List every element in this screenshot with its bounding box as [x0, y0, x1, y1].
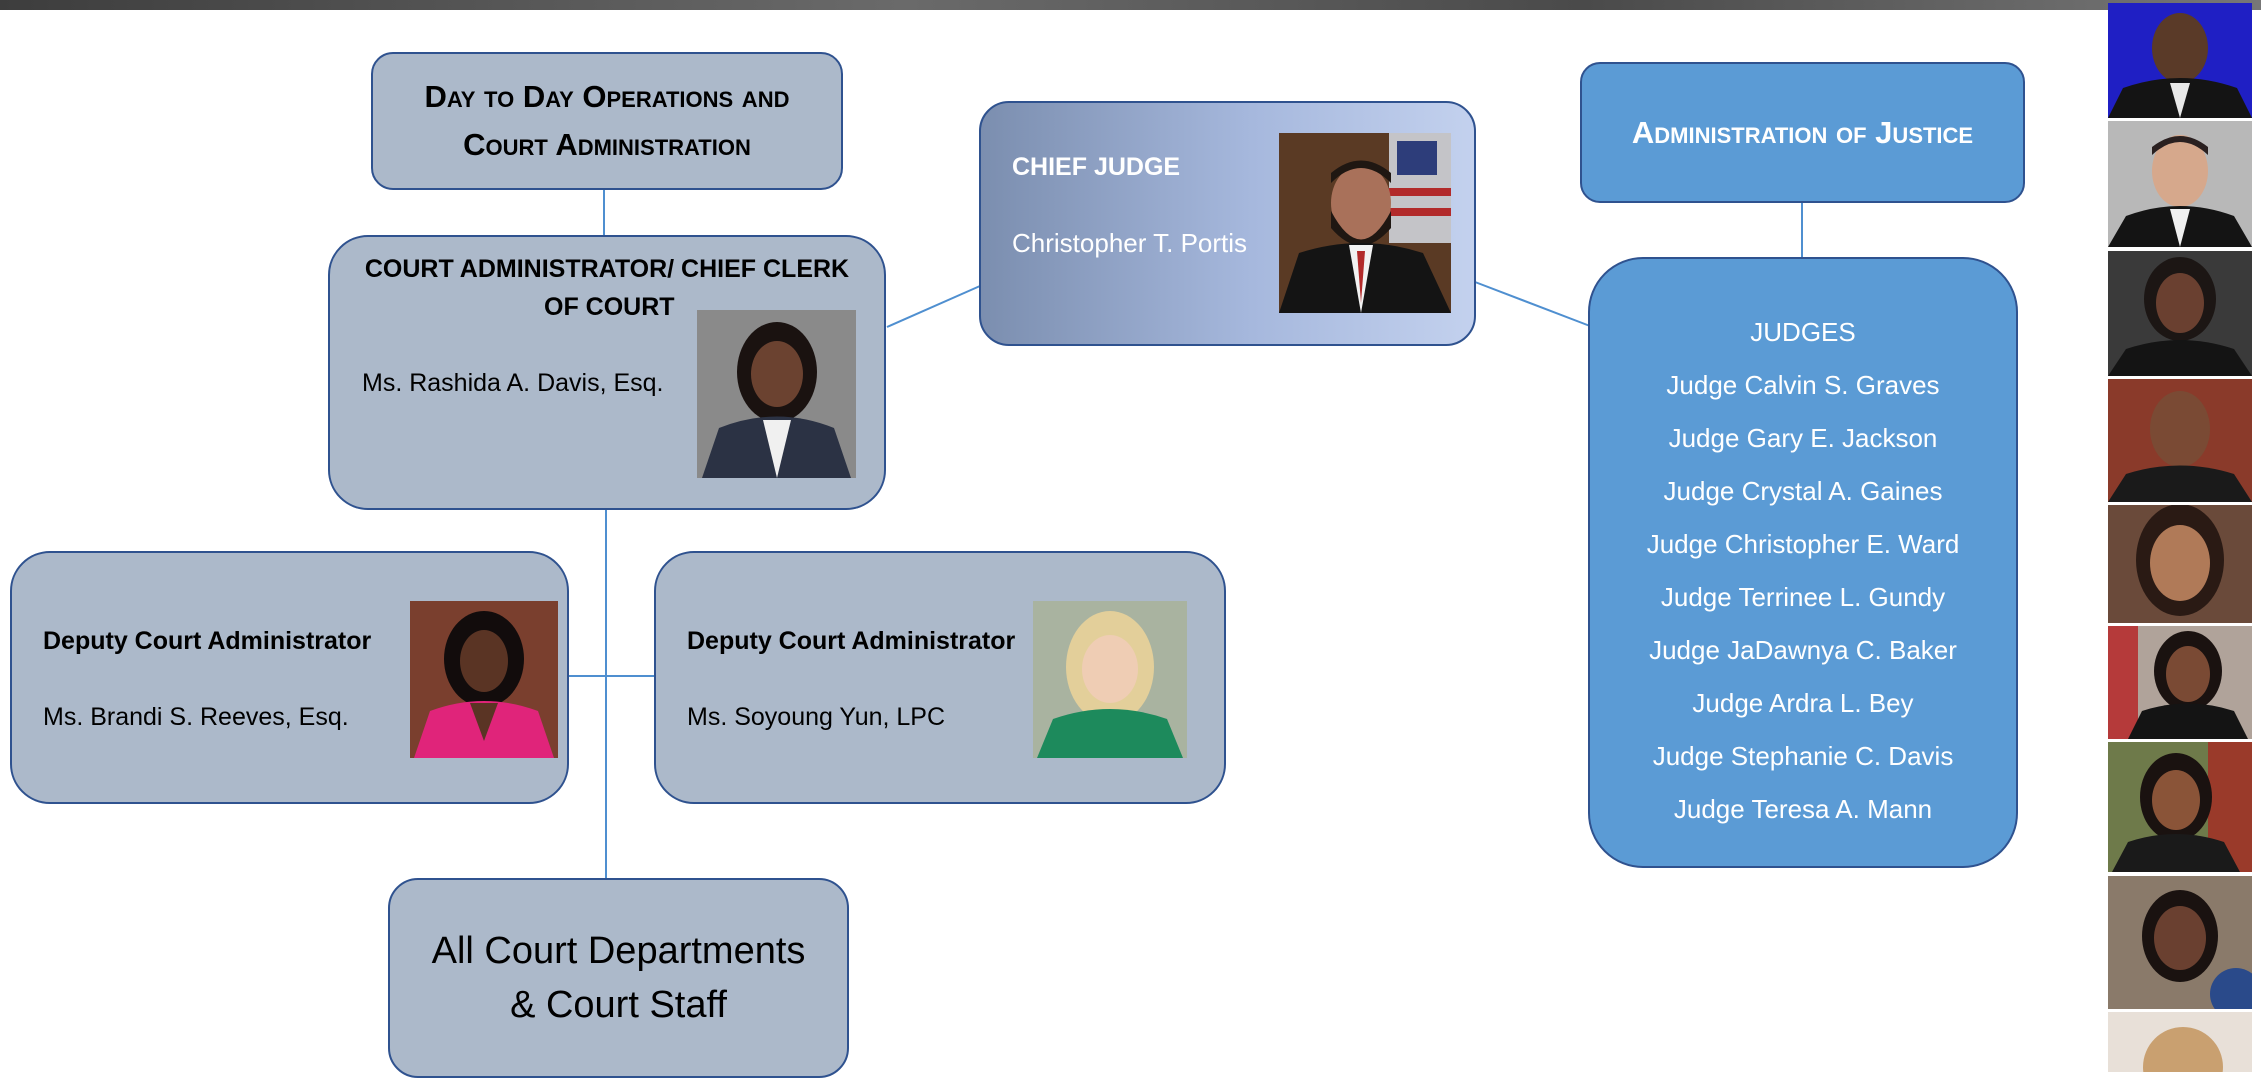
judge-list-item: Judge Calvin S. Graves — [1666, 370, 1940, 400]
connector-ops-admin — [603, 175, 605, 237]
judge-thumbnail-4 — [2108, 379, 2252, 502]
chief-judge-portrait — [1279, 133, 1451, 313]
judge-list-item: Judge Terrinee L. Gundy — [1660, 582, 1946, 612]
ops-title-line2: Court Administration — [463, 127, 751, 162]
ops-box: Day to Day Operations and Court Administ… — [371, 52, 843, 190]
judge-thumbnail-1 — [2108, 3, 2252, 118]
judge-list-item: Judge Crystal A. Gaines — [1663, 476, 1943, 506]
judge-list-item: Judge Teresa A. Mann — [1673, 794, 1933, 824]
deputy-administrator-2-portrait — [1033, 601, 1187, 758]
deputy-administrator-1-title: Deputy Court Administrator — [43, 627, 372, 655]
judge-list-item: Judge Christopher E. Ward — [1646, 529, 1960, 559]
court-administrator-box: COURT ADMINISTRATOR/ CHIEF CLERK OF COUR… — [328, 235, 886, 510]
judge-list-item: Judge Stephanie C. Davis — [1652, 741, 1954, 771]
connector-deputy2 — [605, 675, 655, 677]
deputy-administrator-1-portrait — [410, 601, 558, 758]
connector-justice-judges — [1801, 198, 1803, 258]
judge-thumbnail-5 — [2108, 505, 2252, 623]
court-administrator-portrait — [697, 310, 856, 478]
justice-box: Administration of Justice — [1580, 62, 2025, 203]
connector-admin-staff — [605, 508, 607, 880]
deputy-administrator-2-box: Deputy Court Administrator Ms. Soyoung Y… — [654, 551, 1226, 804]
deputy-administrator-1-name: Ms. Brandi S. Reeves, Esq. — [43, 703, 349, 731]
judge-thumbnail-2 — [2108, 121, 2252, 247]
judges-heading: JUDGES — [1750, 317, 1856, 347]
judge-thumbnail-9 — [2108, 1012, 2252, 1072]
court-staff-line1: All Court Departments — [431, 930, 806, 972]
judge-thumbnail-6 — [2108, 626, 2252, 739]
judge-thumbnail-3 — [2108, 251, 2252, 376]
deputy-administrator-2-name: Ms. Soyoung Yun, LPC — [687, 703, 946, 731]
chief-judge-box: CHIEF JUDGE Christopher T. Portis — [979, 101, 1476, 346]
judge-thumbnail-8 — [2108, 876, 2252, 1009]
deputy-administrator-2-title: Deputy Court Administrator — [687, 627, 1016, 655]
justice-title: Administration of Justice — [1631, 114, 1974, 150]
ops-title-line1: Day to Day Operations and — [424, 79, 790, 114]
judge-list-item: Judge Gary E. Jackson — [1668, 423, 1938, 453]
court-administrator-title-line1: COURT ADMINISTRATOR/ CHIEF CLERK — [364, 255, 850, 283]
court-administrator-name: Ms. Rashida A. Davis, Esq. — [362, 369, 664, 397]
judge-list-item: Judge JaDawnya C. Baker — [1649, 635, 1957, 665]
court-staff-box: All Court Departments & Court Staff — [388, 878, 849, 1078]
chief-judge-title: CHIEF JUDGE — [1012, 153, 1181, 181]
judge-thumbnail-7 — [2108, 742, 2252, 872]
deputy-administrator-1-box: Deputy Court Administrator Ms. Brandi S.… — [10, 551, 569, 804]
judge-list-item: Judge Ardra L. Bey — [1692, 688, 1914, 718]
chief-judge-name: Christopher T. Portis — [1012, 228, 1248, 258]
court-staff-line2: & Court Staff — [510, 984, 727, 1026]
top-banner-strip — [0, 0, 2261, 10]
court-administrator-title-line2: OF COURT — [544, 293, 675, 321]
connector-deputy1 — [567, 675, 607, 677]
